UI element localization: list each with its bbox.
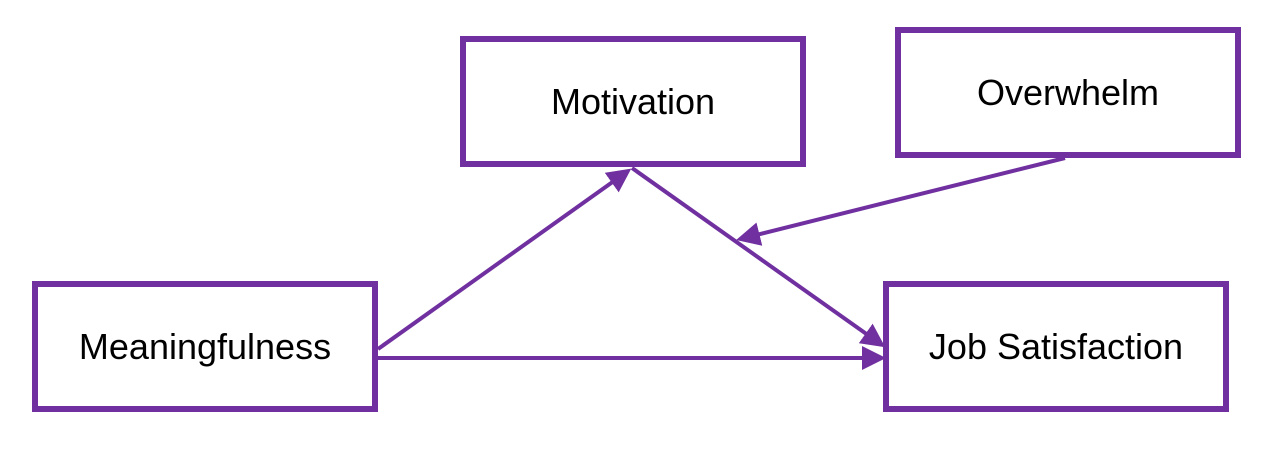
edge-overwhelm-moderation — [736, 156, 1066, 246]
node-meaningfulness: Meaningfulness — [32, 281, 378, 412]
node-job-satisfaction: Job Satisfaction — [883, 281, 1229, 412]
edge-motivation-job-satisfaction — [630, 166, 886, 348]
node-label: Meaningfulness — [78, 325, 332, 367]
node-label: Overwhelm — [976, 71, 1160, 113]
node-motivation: Motivation — [460, 36, 806, 167]
node-overwhelm: Overwhelm — [895, 27, 1241, 158]
node-label: Job Satisfaction — [928, 325, 1184, 367]
edge-meaningfulness-motivation — [376, 168, 632, 351]
node-label: Motivation — [550, 80, 716, 122]
